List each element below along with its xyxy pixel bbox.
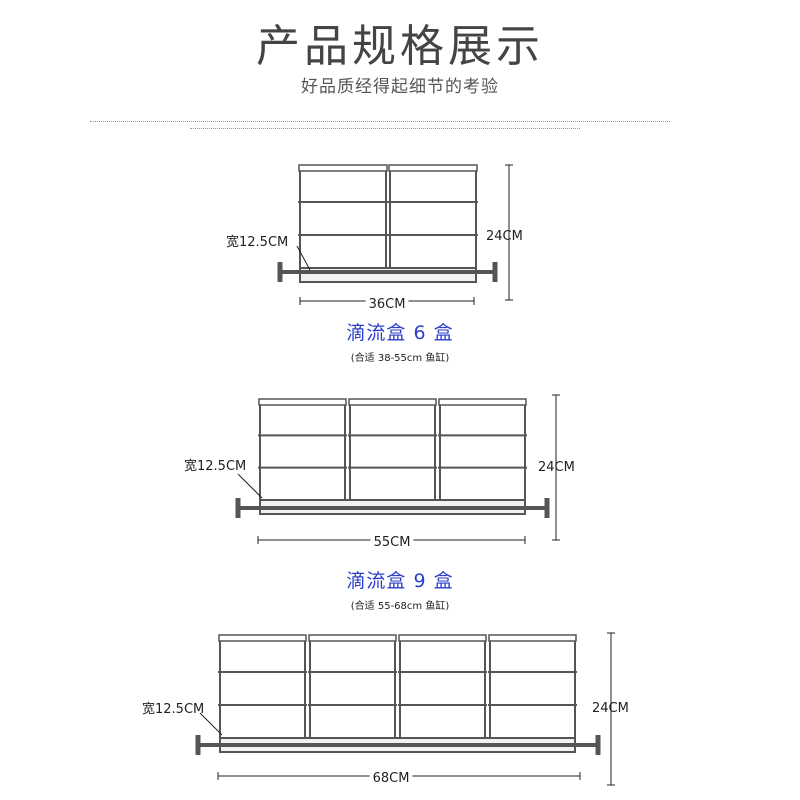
width-leader-line: [199, 712, 223, 736]
drip-box: [488, 634, 577, 739]
width-label: 宽12.5CM: [142, 701, 204, 717]
drip-box: [218, 634, 307, 739]
box-lid: [258, 398, 347, 406]
box-outline: [259, 401, 346, 501]
box-lid: [438, 398, 527, 406]
caption-variant-2: 滴流盒 9 盒: [346, 570, 454, 592]
box-lid: [348, 398, 437, 406]
width-label: 宽12.5CM: [226, 234, 288, 250]
height-label: 24CM: [592, 701, 629, 716]
box-outline: [489, 637, 576, 739]
drip-box: [388, 164, 478, 269]
box-outline: [399, 637, 486, 739]
height-label: 24CM: [486, 229, 523, 244]
caption-variant-1: 滴流盒 6 盒: [346, 322, 454, 344]
diagram-variant-1: 宽12.5CM 24CM 36CM: [226, 164, 523, 312]
drip-box: [398, 634, 487, 739]
box-outline: [439, 401, 526, 501]
note-variant-2: (合适 55-68cm 鱼缸): [350, 601, 450, 612]
box-lid: [488, 634, 577, 642]
length-label-backing: [365, 297, 409, 312]
drip-box: [258, 398, 347, 501]
diagram-variant-2: 宽12.5CM 24CM 55CM: [184, 394, 575, 550]
length-label: 36CM: [369, 297, 406, 312]
note-variant-1: (合适 38-55cm 鱼缸): [350, 353, 450, 364]
box-lid: [218, 634, 307, 642]
box-lid: [398, 634, 487, 642]
width-leader-line: [237, 473, 263, 499]
box-outline: [309, 637, 396, 739]
box-outline: [219, 637, 306, 739]
box-outline: [389, 167, 477, 269]
page-title: 产品规格展示: [256, 21, 544, 72]
length-label: 55CM: [374, 535, 411, 550]
height-label: 24CM: [538, 460, 575, 475]
width-label: 宽12.5CM: [184, 458, 246, 474]
drip-box: [308, 634, 397, 739]
diagram-variant-3: 宽12.5CM 24CM 68CM: [142, 632, 629, 786]
length-label: 68CM: [373, 771, 410, 786]
box-lid: [298, 164, 388, 172]
box-outline: [299, 167, 387, 269]
length-label-backing: [369, 771, 413, 786]
box-lid: [388, 164, 478, 172]
dotted-divider: [90, 121, 670, 122]
drip-box: [348, 398, 437, 501]
length-label-backing: [370, 535, 414, 550]
dotted-divider-secondary: [190, 128, 580, 129]
width-leader-line: [296, 245, 311, 271]
page-subtitle: 好品质经得起细节的考验: [301, 77, 499, 97]
box-outline: [349, 401, 436, 501]
box-lid: [308, 634, 397, 642]
drip-box: [438, 398, 527, 501]
drip-box: [298, 164, 388, 269]
